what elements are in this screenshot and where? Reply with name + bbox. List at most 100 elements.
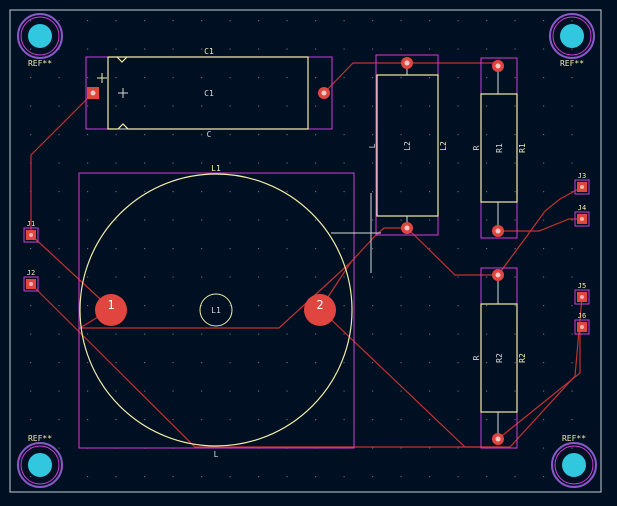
grid-dot bbox=[87, 276, 89, 278]
grid-dot bbox=[30, 248, 32, 250]
grid-dot bbox=[144, 105, 146, 107]
track-c1-l2 bbox=[323, 62, 498, 94]
grid-dot bbox=[343, 276, 345, 278]
grid-dot bbox=[343, 20, 345, 22]
grid-dot bbox=[343, 219, 345, 221]
grid-dot bbox=[486, 191, 488, 193]
grid-dot bbox=[201, 105, 203, 107]
connector-j5[interactable]: J5 bbox=[574, 282, 590, 305]
footprint-l1[interactable]: L1 L1 L 1 2 bbox=[78, 164, 355, 459]
grid-dot bbox=[201, 48, 203, 50]
grid-dot bbox=[372, 390, 374, 392]
connector-j6[interactable]: J6 bbox=[574, 312, 590, 335]
grid-dot bbox=[343, 191, 345, 193]
grid-dot bbox=[144, 134, 146, 136]
r1-pad-1-drill bbox=[495, 63, 501, 69]
grid-dot bbox=[315, 333, 317, 335]
grid-dot bbox=[258, 390, 260, 392]
grid-dot bbox=[571, 162, 573, 164]
connector-j3[interactable]: J3 bbox=[574, 172, 590, 195]
footprint-l2[interactable]: L2 L2 L bbox=[368, 54, 448, 236]
grid-dot bbox=[115, 419, 117, 421]
connector-j1[interactable]: J1 bbox=[23, 220, 39, 243]
grid-dot bbox=[571, 48, 573, 50]
grid-dot bbox=[58, 390, 60, 392]
grid-dot bbox=[400, 276, 402, 278]
grid-dot bbox=[258, 476, 260, 478]
grid-dot bbox=[429, 447, 431, 449]
mounting-hole-bottom-left[interactable]: REF** bbox=[17, 434, 63, 488]
grid-dot bbox=[115, 191, 117, 193]
l1-pad-2[interactable] bbox=[304, 294, 336, 326]
footprint-r2[interactable]: R2 R2 R bbox=[472, 267, 527, 449]
grid-dot bbox=[486, 77, 488, 79]
j6-drill bbox=[580, 325, 584, 329]
grid-dot bbox=[172, 219, 174, 221]
grid-dot bbox=[429, 191, 431, 193]
grid-dot bbox=[400, 390, 402, 392]
c1-pad-2-drill bbox=[321, 90, 327, 96]
grid-dot bbox=[400, 219, 402, 221]
hole-ref-label: REF** bbox=[28, 434, 52, 443]
grid-dot bbox=[372, 134, 374, 136]
r2-fab-reference: R2 bbox=[495, 353, 504, 363]
grid-dot bbox=[172, 134, 174, 136]
grid-dot bbox=[30, 419, 32, 421]
grid-dot bbox=[229, 77, 231, 79]
grid-dot bbox=[514, 305, 516, 307]
grid-dot bbox=[315, 362, 317, 364]
grid-dot bbox=[115, 333, 117, 335]
footprint-c1[interactable]: C1 C1 C bbox=[85, 47, 333, 139]
grid-dot bbox=[457, 419, 459, 421]
hole-ref-label: REF** bbox=[28, 59, 52, 68]
grid-dot bbox=[115, 219, 117, 221]
l1-pad-1-number: 1 bbox=[107, 298, 114, 312]
grid-dot bbox=[400, 476, 402, 478]
grid-dot bbox=[315, 219, 317, 221]
l1-pad-1[interactable] bbox=[95, 294, 127, 326]
grid-dot bbox=[286, 248, 288, 250]
connector-j2[interactable]: J2 bbox=[23, 269, 39, 292]
grid-dot bbox=[144, 219, 146, 221]
cursor-crosshair-icon bbox=[331, 193, 381, 273]
grid-dot bbox=[286, 162, 288, 164]
grid-dot bbox=[429, 77, 431, 79]
mounting-hole-top-left[interactable]: REF** bbox=[17, 13, 63, 68]
footprint-r1[interactable]: R1 R1 R bbox=[472, 57, 527, 239]
hole-drill-icon bbox=[562, 453, 586, 477]
grid-dot bbox=[30, 476, 32, 478]
mounting-hole-top-right[interactable]: REF** bbox=[549, 13, 595, 68]
grid-dot bbox=[58, 77, 60, 79]
grid-dot bbox=[229, 134, 231, 136]
grid-dot bbox=[429, 419, 431, 421]
grid-dot bbox=[400, 134, 402, 136]
grid-dot bbox=[286, 20, 288, 22]
grid-dot bbox=[115, 248, 117, 250]
j1-reference: J1 bbox=[27, 220, 35, 228]
j3-drill bbox=[580, 185, 584, 189]
grid-dot bbox=[457, 48, 459, 50]
grid-dot bbox=[115, 362, 117, 364]
grid-dot bbox=[372, 447, 374, 449]
grid-dot bbox=[172, 162, 174, 164]
connector-j4[interactable]: J4 bbox=[574, 204, 590, 227]
grid-dot bbox=[315, 476, 317, 478]
j5-reference: J5 bbox=[578, 282, 586, 290]
hole-courtyard bbox=[20, 16, 60, 56]
grid-dot bbox=[543, 105, 545, 107]
grid-dot bbox=[372, 105, 374, 107]
grid-dots bbox=[30, 20, 573, 478]
grid-dot bbox=[229, 219, 231, 221]
grid-dot bbox=[87, 248, 89, 250]
grid-dot bbox=[457, 134, 459, 136]
grid-dot bbox=[87, 419, 89, 421]
mounting-hole-bottom-right[interactable]: REF** bbox=[551, 434, 597, 488]
grid-dot bbox=[571, 219, 573, 221]
grid-dot bbox=[372, 219, 374, 221]
l2-fab-reference: L2 bbox=[403, 141, 412, 151]
grid-dot bbox=[571, 248, 573, 250]
grid-dot bbox=[115, 134, 117, 136]
grid-dot bbox=[457, 20, 459, 22]
grid-dot bbox=[58, 333, 60, 335]
